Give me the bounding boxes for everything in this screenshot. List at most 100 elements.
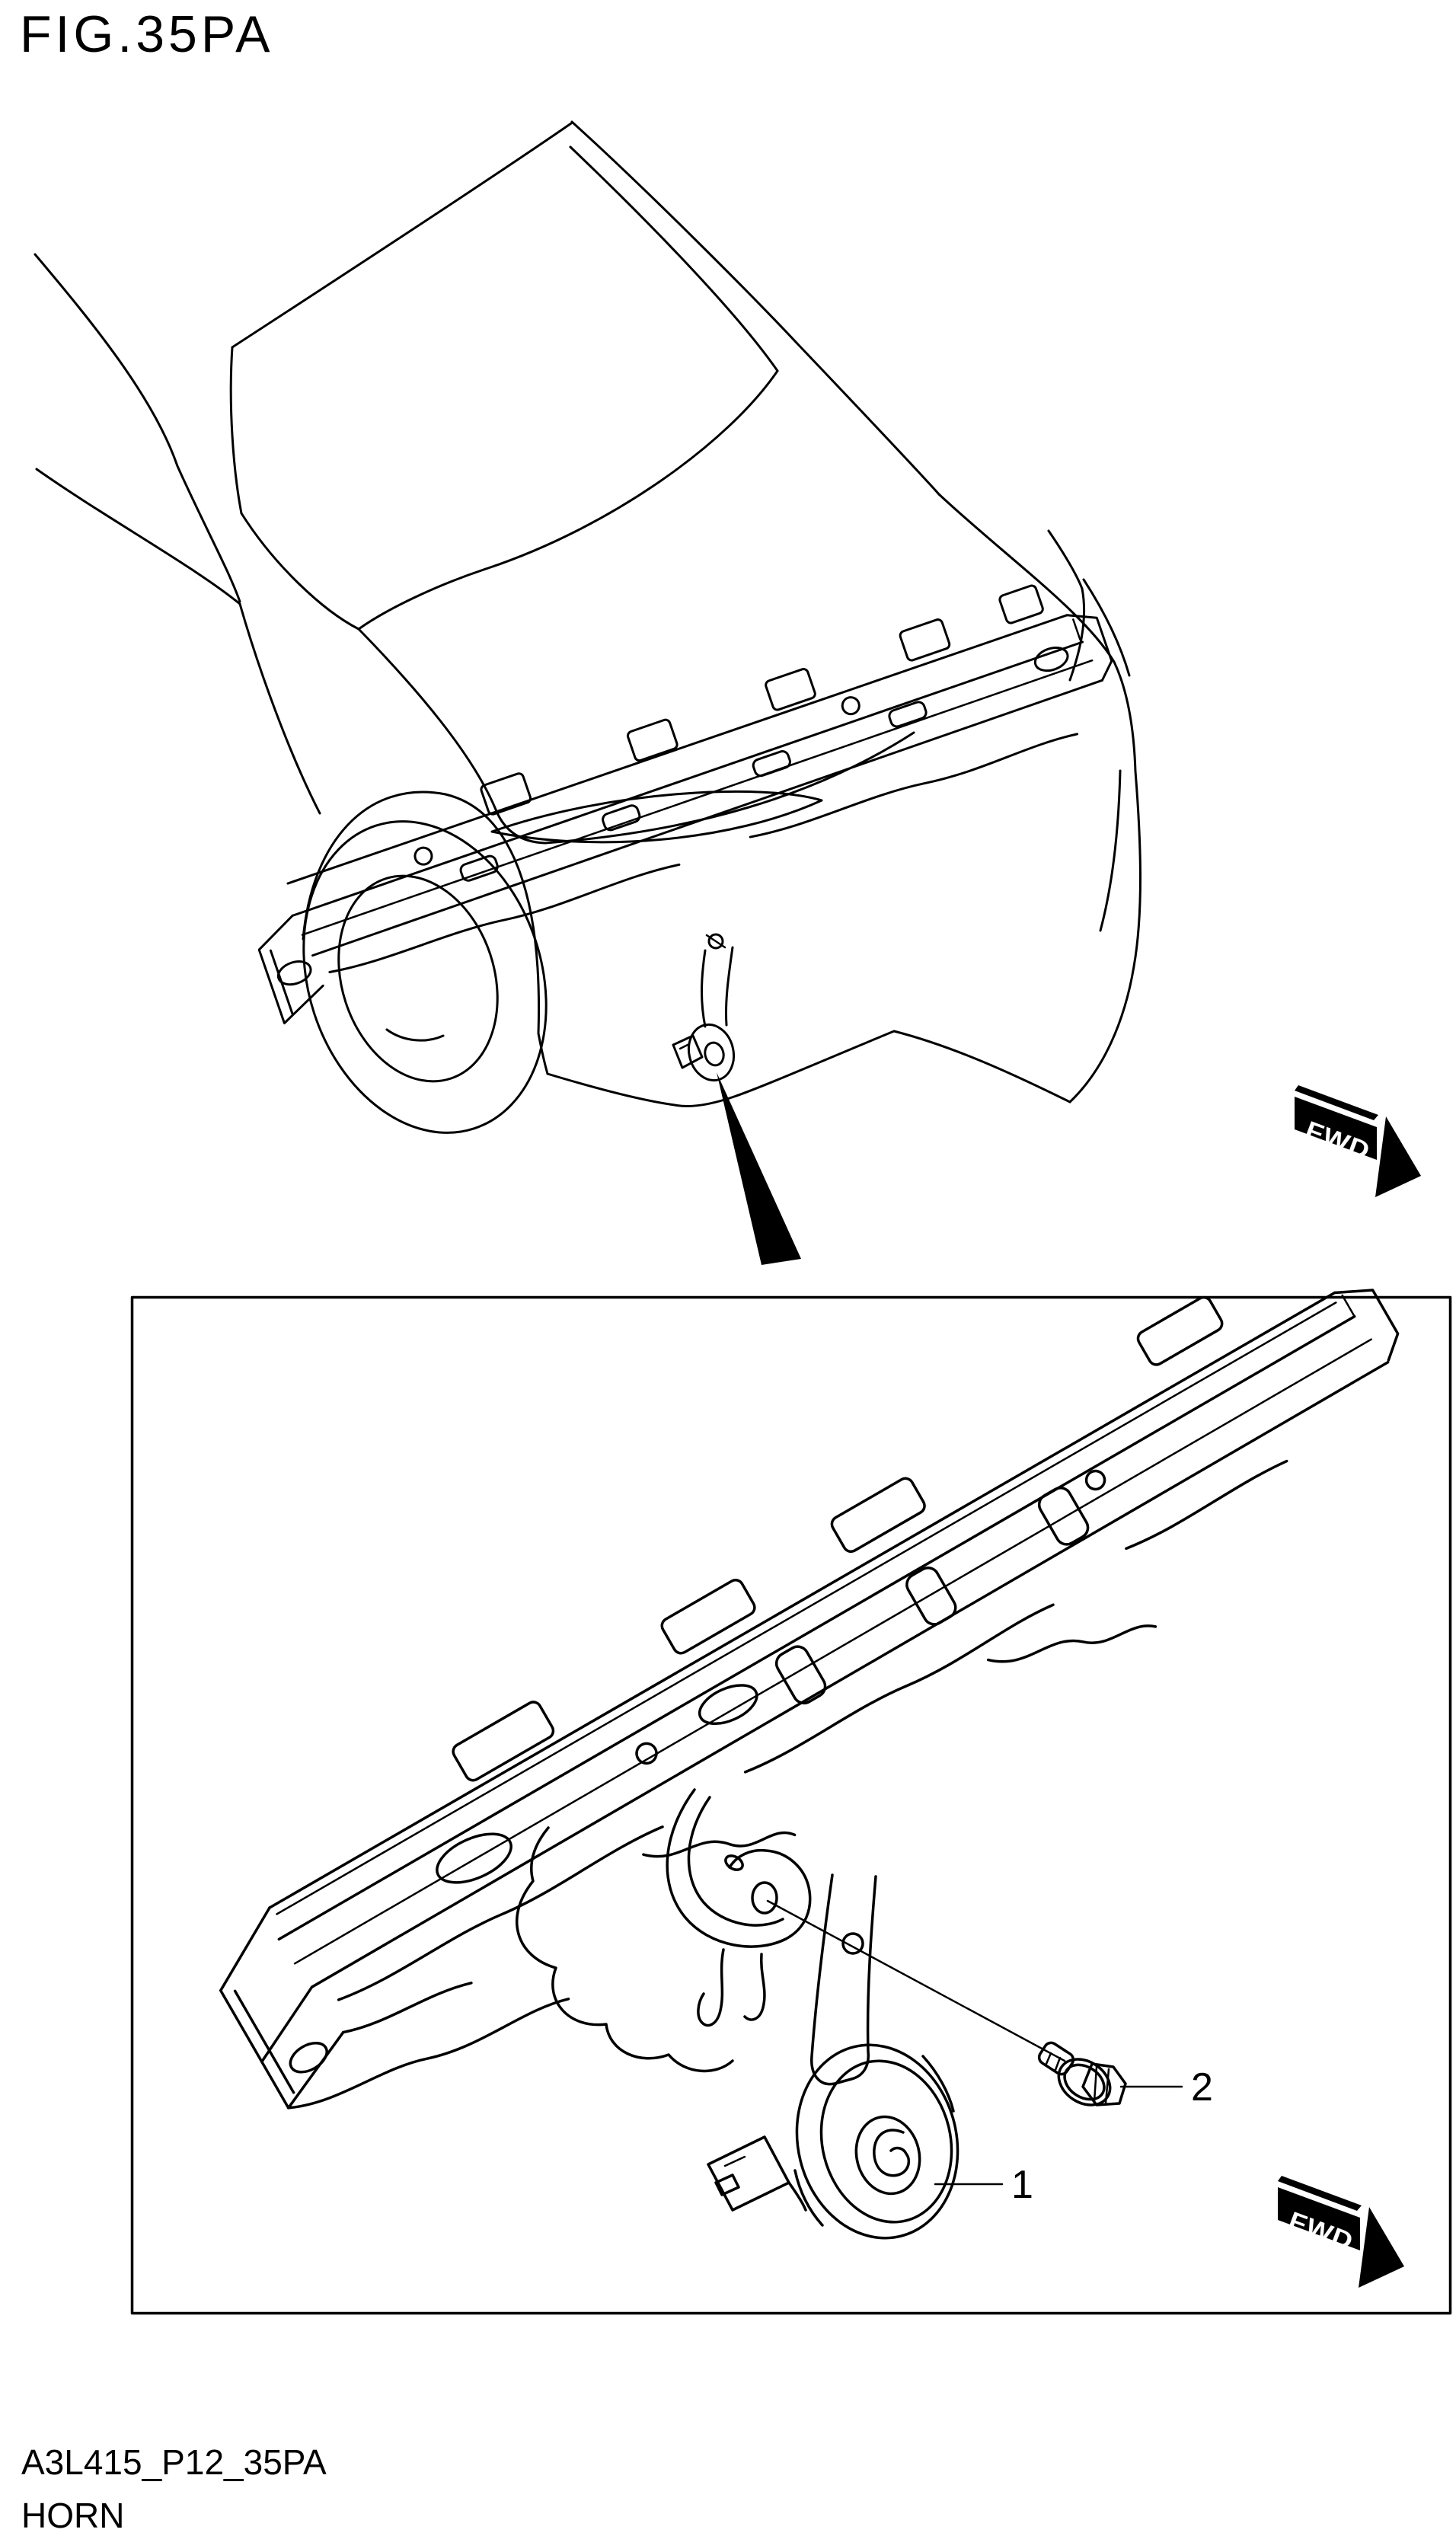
horn-bolt-slash [705, 934, 726, 949]
member-tab [1136, 1295, 1224, 1366]
member-end-cap-left [219, 1906, 345, 2110]
horn-rim-accent [921, 2055, 955, 2113]
horn-body [795, 2043, 959, 2240]
member-edge-double [276, 1302, 1337, 1915]
body-side-line [1068, 770, 1141, 1104]
horn-center-in-car [704, 1041, 725, 1067]
member-slot [602, 804, 641, 832]
member-hole [698, 1684, 758, 1726]
horn-bolt-in-car [707, 933, 724, 950]
bumper-member-in-car [257, 584, 1113, 1025]
horn-connector-tick [723, 2155, 746, 2167]
member-flange-wavy [328, 863, 681, 974]
roof-rail-outer [570, 120, 940, 496]
member-end-tick [1072, 618, 1081, 641]
horn-bracket-detail [666, 1788, 812, 2027]
member-edge [311, 679, 1103, 957]
horn-boss [854, 2115, 921, 2196]
detail-pointer-triangle [717, 1072, 801, 1265]
fwd-arrowhead [1375, 1116, 1421, 1197]
member-bolt-hole [413, 846, 433, 866]
member-lower-zigzag [986, 1624, 1157, 1663]
member-end-hole [289, 2041, 328, 2074]
hub-arc [385, 1028, 445, 1042]
bolt-thread-tick [1054, 2056, 1062, 2071]
fwd-sign-face [1295, 1097, 1377, 1160]
member-crease [293, 1338, 1372, 1965]
car-illustration [34, 120, 1141, 1265]
fwd-sign-lip [1295, 1085, 1378, 1120]
member-crease [301, 659, 1094, 936]
member-end-right [1333, 1289, 1400, 1362]
member-edge [268, 1291, 1336, 1909]
horn-spiral [873, 2129, 911, 2177]
member-tab [998, 584, 1044, 624]
bolt-head-facet [1093, 2065, 1098, 2103]
bolt-thread-tick [1045, 2052, 1052, 2065]
member-hole [436, 1832, 512, 1884]
member-slot [774, 1645, 827, 1705]
bracket-inner-line [687, 1796, 784, 1927]
member-end-fold [260, 1985, 314, 2063]
strap-outline [810, 1873, 877, 2086]
member-tab [830, 1477, 926, 1554]
member-slot [752, 750, 791, 778]
member-tab [480, 772, 532, 816]
member-slot [1037, 1487, 1090, 1546]
bolt-head-facet [1104, 2068, 1110, 2105]
horn-detail [707, 2043, 959, 2240]
member-slot [888, 701, 928, 728]
arch-bumper-link [537, 1032, 549, 1075]
bumper-bottom-edge [546, 1030, 1071, 1107]
member-end-hole [1033, 646, 1069, 672]
fwd-arrow-icon: FWD [1278, 2176, 1404, 2288]
bolt-washer-inner [1063, 2063, 1106, 2101]
horn-connector-tick [679, 1043, 691, 1050]
horn-body-in-car [687, 1023, 736, 1082]
member-slot [905, 1566, 957, 1626]
bracket-finger [743, 1953, 766, 2021]
horn-bracket-line [724, 946, 734, 1027]
member-end-hole [276, 960, 312, 986]
fender-crease [1047, 529, 1086, 682]
member-lower-zigzag [642, 1831, 797, 1858]
figure-title: FIG.35PA [20, 5, 274, 63]
member-bolt-hole [841, 696, 861, 716]
member-end-tick [1341, 1294, 1355, 1318]
fender-line [238, 602, 321, 815]
member-lower-left-wavy [342, 1982, 473, 2034]
bracket-hole [751, 1881, 778, 1915]
member-lower-left-wavy [287, 1998, 570, 2110]
member-tab [660, 1579, 756, 1655]
bolt-head [1081, 2062, 1127, 2106]
strap-hole [841, 1932, 864, 1955]
fender-crease [1082, 578, 1131, 677]
door-window-line [34, 253, 241, 603]
member-edge [286, 614, 1068, 885]
bracket-small-hole [724, 1854, 744, 1871]
fwd-sign-face [1278, 2187, 1360, 2250]
torn-panel-edge [515, 1826, 734, 2073]
roof-rail-inner [569, 145, 779, 372]
member-end-cap-left-inner [233, 1989, 295, 2094]
member-end-right [1065, 614, 1113, 682]
fwd-sign-lip [1278, 2176, 1362, 2211]
windshield-top-edge [231, 122, 573, 349]
detail-inset-content: 2 1 FWD [219, 1289, 1404, 2288]
member-flange-wavy [743, 1603, 1055, 1774]
horn-strap-detail [810, 1873, 877, 2086]
fwd-arrow-icon: FWD [1295, 1085, 1421, 1197]
a-pillar-left [229, 346, 243, 515]
detail-inset-box [130, 1295, 1452, 2315]
drawing-code: A3L415_P12_35PA [21, 2442, 327, 2482]
bolt-alignment-line [766, 1899, 1066, 2062]
member-flange-wavy [749, 733, 1079, 838]
bracket-finger [697, 1948, 725, 2027]
part-label-2: 2 [1191, 2065, 1213, 2110]
figure-caption: HORN [21, 2496, 125, 2535]
hood-left-edge [357, 628, 547, 845]
member-bolt-hole [635, 1742, 658, 1765]
member-tab [452, 1701, 555, 1782]
horn-bracket-line [701, 949, 707, 1028]
member-tab [626, 718, 679, 762]
